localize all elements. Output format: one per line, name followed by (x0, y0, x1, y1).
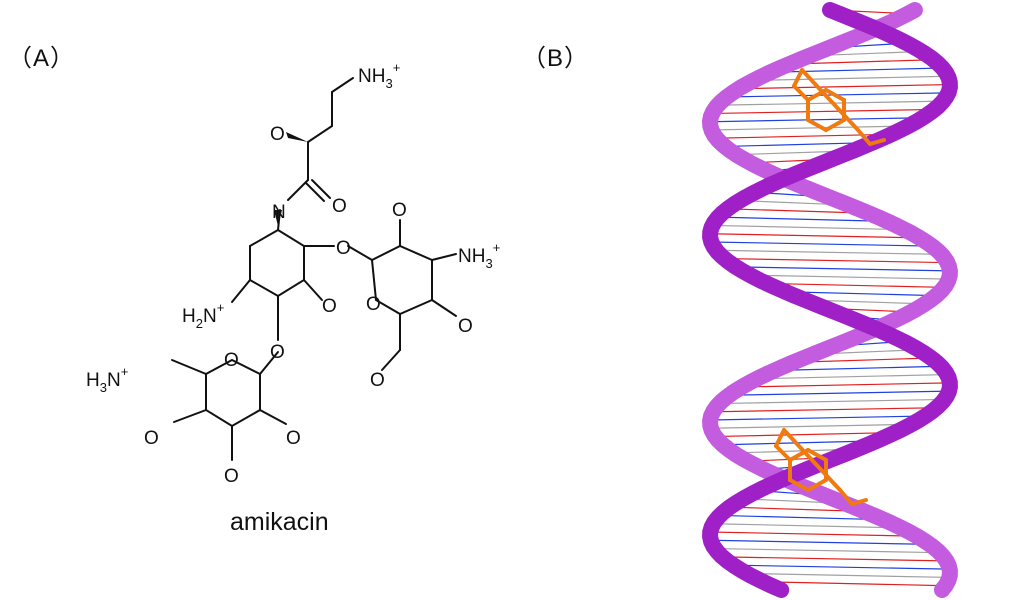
base-pair-rung (746, 572, 950, 579)
base-pair-rung (749, 382, 950, 388)
ligand-bond (782, 428, 842, 492)
base-pair-rung (765, 373, 948, 380)
base-pair-rung (722, 556, 944, 562)
base-pair-rung (803, 357, 932, 363)
base-pair-rung (727, 208, 859, 214)
panel-b-label: （B） (522, 45, 590, 72)
hydroxyl-label: O (144, 428, 159, 449)
base-pair-rung (712, 431, 896, 438)
base-pair-rung (799, 59, 934, 65)
right-amine-label: NH3+ (458, 240, 500, 271)
ligand-bond (788, 478, 810, 492)
base-pair-rung (729, 506, 855, 512)
mid-amine-label: H2N+ (182, 300, 224, 331)
base-pair-rung (713, 523, 893, 529)
carbonyl-o-label: O (332, 196, 347, 217)
base-pair-rung (783, 365, 941, 371)
ring-o-label: O (224, 350, 239, 371)
base-pair-rung (733, 564, 949, 570)
hydroxyl-label: O (270, 124, 285, 145)
ligand-bond (806, 118, 828, 132)
ligand-bottom (774, 428, 868, 506)
base-pair-rung (739, 199, 838, 206)
base-pair-rung (710, 423, 912, 429)
ligand-bond (792, 68, 804, 88)
ligand-bond (838, 488, 854, 506)
ligand-bond (824, 118, 846, 132)
base-pair-rung (718, 216, 879, 222)
ligand-bond (774, 444, 792, 462)
hydroxyl-label: O (392, 200, 407, 221)
ligand-bond (824, 88, 846, 102)
hydroxyl-label: O (286, 428, 301, 449)
base-pair-rung (761, 75, 949, 81)
ligand-bond (856, 128, 872, 146)
amide-n-label: N (272, 202, 286, 223)
glycosidic-o-left: O (270, 342, 285, 363)
top-amine-label: NH3+ (358, 60, 400, 91)
base-pair-rung (710, 125, 909, 131)
ligand-bond (806, 448, 828, 462)
hydroxyl-label: O (370, 370, 385, 391)
amikacin-structure: NH3+ O O N O O NH3+ O O O O H2N+ O O H3N… (86, 60, 500, 487)
base-pair-rung (710, 233, 913, 239)
base-pair-rung (724, 257, 945, 264)
ring-o-label: O (366, 294, 381, 315)
base-pair-rung (762, 581, 948, 587)
ligand-bond (868, 138, 886, 146)
base-pair-rung (711, 415, 926, 421)
hydroxyl-label: O (322, 296, 337, 317)
glycosidic-o-right: O (336, 238, 351, 259)
aminocyclitol-ring (231, 209, 335, 341)
base-pair-rung (785, 291, 941, 297)
base-pair-rung (745, 83, 951, 90)
base-pair-rung (710, 117, 923, 123)
ligand-top (792, 68, 886, 146)
side-chain-bonds (286, 77, 354, 202)
base-pair-rung (780, 67, 943, 73)
ligand-bond (774, 428, 786, 448)
ligand-bond (800, 68, 860, 132)
backbone-strand-2 (701, 2, 958, 598)
rna-helix-structure (701, 2, 958, 598)
base-pair-rung (712, 224, 897, 231)
base-pair-rung (732, 92, 949, 98)
base-pair-rung (766, 282, 947, 289)
ligand-bond (792, 84, 810, 102)
molecule-caption: amikacin (230, 508, 329, 536)
base-pair-rung (749, 274, 950, 280)
base-pair-rung (716, 249, 938, 255)
base-pair-rung (711, 241, 927, 247)
ligand-bond (850, 498, 868, 506)
base-pair-rung (720, 141, 873, 148)
base-pair-rung (714, 547, 936, 554)
base-pair-rung (734, 390, 950, 396)
base-pair-rung (710, 539, 924, 545)
hydroxyl-label: O (458, 316, 473, 337)
left-amine-label: H3N+ (86, 364, 128, 395)
base-pair-rung (820, 50, 922, 57)
base-pair-rung (710, 531, 910, 537)
hydroxyl-label: O (224, 466, 239, 487)
base-pair-rung (715, 407, 937, 413)
base-pair-rung (714, 108, 935, 115)
panel-a-label: （A） (8, 45, 76, 72)
base-pair-rung (824, 349, 919, 355)
ligand-bond (806, 478, 828, 492)
base-pair-rung (723, 398, 945, 405)
base-pair-rung (719, 514, 875, 521)
right-sugar-ring (347, 219, 457, 371)
backbone-strand-1 (702, 2, 958, 598)
left-sugar-ring (171, 351, 287, 461)
base-pair-rung (735, 266, 950, 272)
